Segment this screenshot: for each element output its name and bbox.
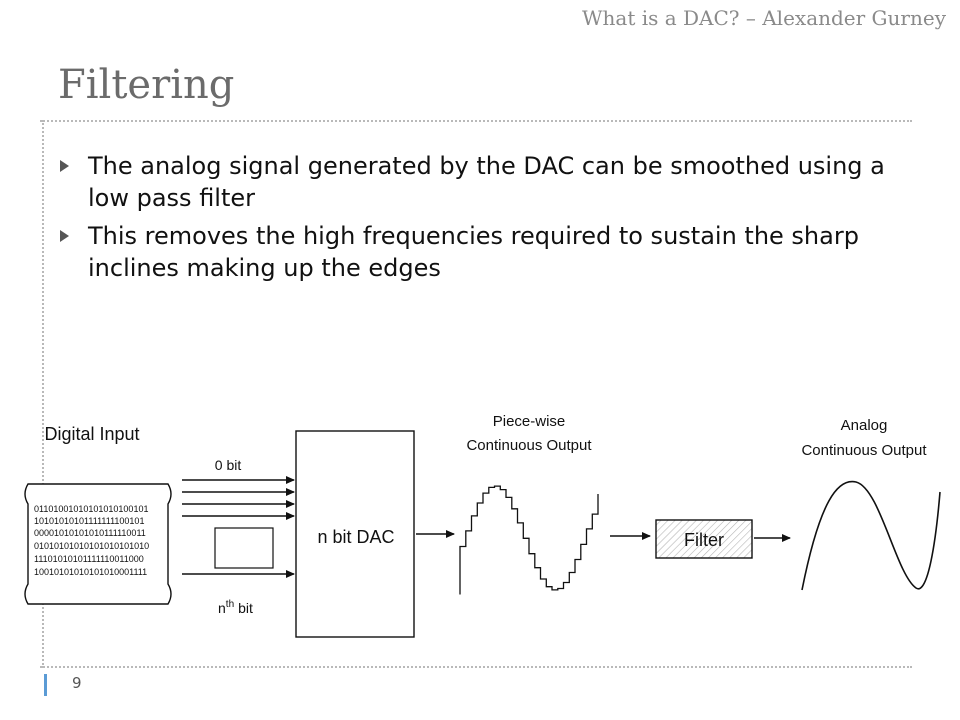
footer-accent-bar [44,674,47,696]
presentation-header: What is a DAC? – Alexander Gurney [581,6,946,30]
binary-row: 10101010101111111100101 [34,516,144,526]
left-divider [42,120,44,668]
analog-label-line1: Analog [841,417,888,434]
binary-row: 00001010101010111110011 [34,528,146,538]
dac-block [295,430,415,638]
bit-ellipsis-box [214,527,274,569]
digital-input-label: Digital Input [44,424,139,444]
nth-bit-n: n [218,600,226,616]
bottom-divider [40,666,912,668]
analog-waveform [801,480,941,591]
piecewise-waveform [459,485,599,595]
binary-row: 11101010101111110011000 [34,554,144,564]
binary-row: 01010101010101010101010 [34,541,149,551]
piecewise-label-line2: Continuous Output [466,437,592,454]
nth-bit-suffix: bit [238,600,253,616]
binary-row: 10010101010101010001111 [34,567,147,577]
bullet-text: This removes the high frequencies requir… [88,222,859,282]
zero-bit-label: 0 bit [215,457,242,473]
bullet-text: The analog signal generated by the DAC c… [88,152,885,212]
piecewise-label-line1: Piece-wise [493,413,566,430]
slide-title: Filtering [58,62,235,108]
binary-row: 01101001010101010100101 [34,504,148,514]
analog-label-line2: Continuous Output [801,442,927,459]
binary-data-block: 01101001010101010100101 1010101010111111… [34,504,152,577]
page-number: 9 [72,674,82,692]
dac-label: n bit DAC [317,527,394,547]
binary-document-shape [24,483,172,605]
triangle-bullet-icon [60,230,69,242]
bullet-list: The analog signal generated by the DAC c… [58,150,918,290]
bit-input-arrows [182,476,295,578]
nth-bit-superscript: th [226,599,234,610]
top-divider [40,120,912,122]
triangle-bullet-icon [60,160,69,172]
bullet-item: This removes the high frequencies requir… [58,220,918,284]
filter-block [655,519,753,559]
bullet-item: The analog signal generated by the DAC c… [58,150,918,214]
filter-label: Filter [684,530,724,550]
